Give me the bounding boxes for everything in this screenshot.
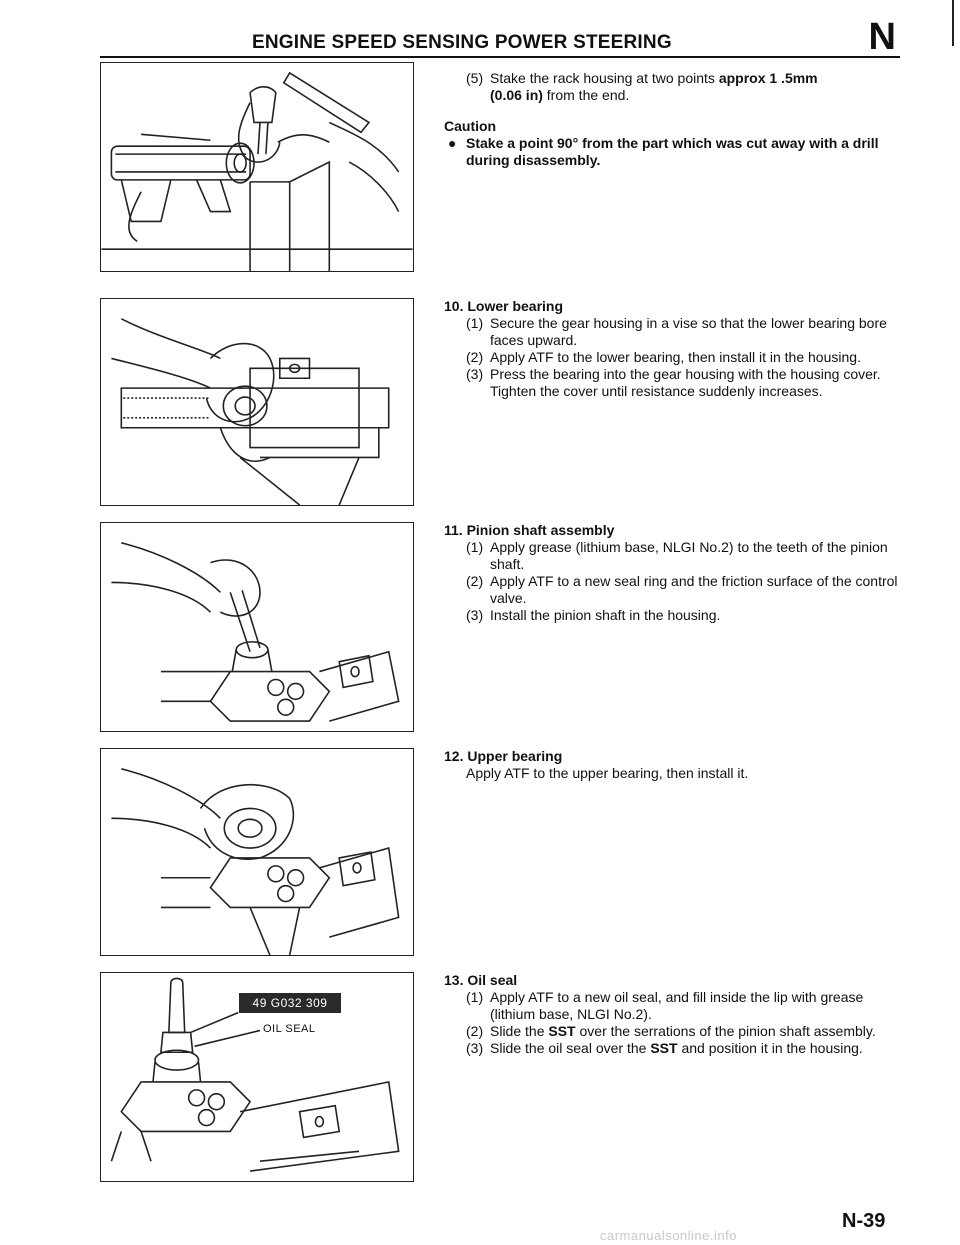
step-text: Install the pinion shaft in the housing.: [490, 607, 721, 623]
figure-oil-seal-illustration: 49 G032 309 OIL SEAL: [100, 972, 414, 1182]
page-edge-mark: [952, 0, 954, 46]
step-text: Apply ATF to the upper bearing, then ins…: [466, 765, 749, 781]
caution-item: ● Stake a point 90° from the part which …: [444, 135, 900, 169]
section-heading: 10. Lower bearing: [444, 298, 564, 314]
item-number: (2): [466, 1023, 484, 1039]
item-number: (3): [466, 1040, 484, 1056]
watermark: carmanualsonline.info: [600, 1228, 737, 1243]
step-text: Apply ATF to a new seal ring and the fri…: [490, 573, 898, 606]
pinion-shaft-illustration: [111, 542, 400, 722]
section-lower-bearing: 10. Lower bearing (1) Secure the gear hou…: [444, 298, 900, 400]
sst-number-label: 49 G032 309: [239, 993, 341, 1013]
step-text: over the serrations of the pinion shaft …: [575, 1023, 876, 1039]
page-title: ENGINE SPEED SENSING POWER STEERING: [252, 32, 672, 53]
item-number: (1): [466, 989, 484, 1005]
item-number: (3): [466, 366, 484, 382]
page-header: ENGINE SPEED SENSING POWER STEERING N: [100, 18, 900, 58]
step-text-bold: (0.06 in): [490, 87, 543, 103]
lower-bearing-illustration: [111, 318, 390, 505]
item-number: (2): [466, 349, 484, 365]
step-text: Apply grease (lithium base, NLGI No.2) t…: [490, 539, 888, 572]
step-item: (1) Secure the gear housing in a vise so …: [444, 315, 900, 349]
section-oil-seal: 13. Oil seal (1) Apply ATF to a new oil s…: [444, 972, 900, 1057]
item-number: (2): [466, 573, 484, 589]
bullet-icon: ●: [448, 135, 457, 151]
section-letter: N: [868, 16, 896, 58]
step-text: Slide the: [490, 1023, 549, 1039]
step-text: Secure the gear housing in a vise so tha…: [490, 315, 887, 348]
item-number: (1): [466, 315, 484, 331]
section-staking: (5) Stake the rack housing at two points…: [444, 70, 900, 169]
sst-reference: SST: [650, 1040, 678, 1056]
item-number: (1): [466, 539, 484, 555]
oil-seal-illustration: [110, 977, 400, 1172]
figure-pinion-shaft-illustration: [100, 522, 414, 732]
item-number: (5): [466, 70, 484, 86]
step-text: Stake the rack housing at two points: [490, 70, 719, 86]
step-9-5: (5) Stake the rack housing at two points…: [444, 70, 900, 104]
figure-staking-illustration: [100, 62, 414, 272]
step-item: (2) Apply ATF to the lower bearing, then …: [444, 349, 900, 366]
caution-text: Stake a point 90° from the part which wa…: [466, 135, 879, 168]
step-item: (1) Apply ATF to a new oil seal, and fill…: [444, 989, 900, 1023]
step-item: (1) Apply grease (lithium base, NLGI No.2…: [444, 539, 900, 573]
step-item: (3) Press the bearing into the gear housi…: [444, 366, 900, 400]
step-text-bold: approx 1 .5mm: [718, 70, 818, 86]
caution-heading: Caution: [444, 118, 497, 134]
section-heading: 12. Upper bearing: [444, 748, 563, 764]
staking-illustration: [101, 71, 413, 271]
figure-upper-bearing-illustration: [100, 748, 414, 956]
section-heading: 13. Oil seal: [444, 972, 518, 988]
step-text: Press the bearing into the gear housing …: [490, 366, 881, 399]
sst-reference: SST: [548, 1023, 576, 1039]
step-item: (2) Apply ATF to a new seal ring and the …: [444, 573, 900, 607]
step-item: (3) Install the pinion shaft in the housi…: [444, 607, 900, 624]
item-number: (3): [466, 607, 484, 623]
step-item: (3) Slide the oil seal over the SST and p…: [444, 1040, 900, 1057]
oil-seal-label: OIL SEAL: [263, 1023, 316, 1035]
step-text: Slide the oil seal over the: [490, 1040, 651, 1056]
step-text: and position it in the housing.: [677, 1040, 863, 1056]
step-item: (2) Slide the SST over the serrations of …: [444, 1023, 900, 1040]
upper-bearing-illustration: [111, 768, 400, 955]
header-rule: [100, 56, 900, 58]
section-upper-bearing: 12. Upper bearing Apply ATF to the upper…: [444, 748, 900, 782]
page-number: N-39: [842, 1210, 886, 1232]
step-text: Apply ATF to a new oil seal, and fill in…: [490, 989, 864, 1022]
step-text: from the end.: [542, 87, 630, 103]
section-pinion-shaft: 11. Pinion shaft assembly (1) Apply greas…: [444, 522, 900, 624]
step-text: Apply ATF to the lower bearing, then ins…: [490, 349, 861, 365]
section-heading: 11. Pinion shaft assembly: [444, 522, 615, 538]
figure-lower-bearing-illustration: [100, 298, 414, 506]
